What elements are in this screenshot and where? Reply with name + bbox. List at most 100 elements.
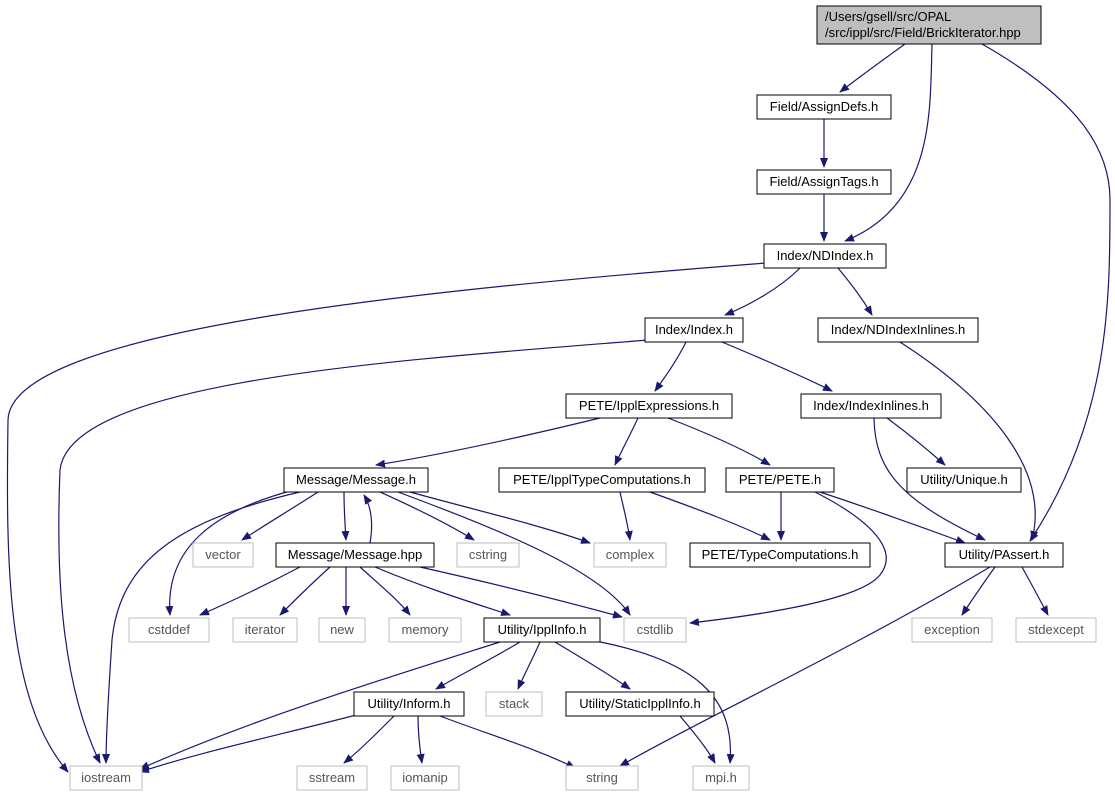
node-vector: vector — [192, 542, 254, 568]
node-label: memory — [402, 622, 449, 637]
node-box — [1015, 617, 1097, 643]
edges-layer — [6, 43, 1111, 773]
node-box — [192, 542, 254, 568]
node-ipplexpr[interactable]: PETE/IpplExpressions.h — [565, 393, 733, 419]
node-sstream: sstream — [296, 765, 368, 791]
edge-root-to-ndindex — [844, 43, 933, 242]
node-box — [906, 467, 1022, 493]
node-label: Field/AssignTags.h — [769, 174, 878, 189]
edge-ndindexinlines-to-passert — [899, 341, 1039, 541]
node-memory: memory — [388, 617, 462, 643]
node-label: cstring — [469, 547, 507, 562]
edge-message-to-cstddef — [165, 489, 295, 616]
node-box — [644, 317, 744, 343]
node-label: Message/Message.hpp — [288, 547, 422, 562]
node-label: stack — [499, 696, 530, 711]
node-box — [565, 393, 733, 419]
node-label: Index/NDIndex.h — [777, 248, 874, 263]
node-label: Index/NDIndexInlines.h — [831, 322, 965, 337]
edge-ipplinfo-to-staticipplinfo — [554, 641, 631, 690]
node-box — [817, 317, 979, 343]
node-box — [725, 467, 835, 493]
edge-messagehpp-to-ipplinfo — [374, 566, 511, 616]
edge-ndindex-to-index — [724, 267, 801, 316]
edge-inform-to-string — [439, 715, 576, 769]
node-label: Message/Message.h — [296, 472, 416, 487]
node-index[interactable]: Index/Index.h — [644, 317, 744, 343]
edge-root-to-passert — [981, 43, 1111, 542]
node-box — [483, 617, 601, 643]
node-cstring: cstring — [456, 542, 520, 568]
node-box — [800, 393, 942, 419]
node-label: iomanip — [402, 770, 448, 785]
node-ndindexinlines[interactable]: Index/NDIndexInlines.h — [817, 317, 979, 343]
node-box — [623, 617, 687, 643]
node-label: /Users/gsell/src/OPAL — [825, 9, 951, 24]
node-label: PETE/PETE.h — [739, 472, 821, 487]
edge-ipplinfo-to-mpih — [589, 639, 735, 764]
node-label: exception — [924, 622, 980, 637]
edge-index-to-iostream — [58, 339, 649, 764]
edge-messagehpp-to-message — [363, 494, 373, 544]
edge-ipplinfo-to-inform — [435, 641, 521, 690]
node-ndindex[interactable]: Index/NDIndex.h — [763, 243, 887, 269]
edge-index-to-ipplexpr — [654, 341, 687, 392]
node-box — [296, 765, 368, 791]
edge-ippltypecomp-to-typecomp — [649, 491, 771, 541]
node-message[interactable]: Message/Message.h — [283, 467, 429, 493]
node-complex: complex — [593, 542, 667, 568]
edge-messagehpp-to-cstddef — [199, 566, 301, 616]
node-inform[interactable]: Utility/Inform.h — [353, 691, 465, 717]
edge-passert-to-stdexcept — [1021, 566, 1049, 616]
node-ipplinfo[interactable]: Utility/IpplInfo.h — [483, 617, 601, 643]
edge-message-to-messagehpp — [341, 491, 350, 541]
node-iostream: iostream — [69, 765, 143, 791]
node-label: vector — [205, 547, 241, 562]
edge-passert-to-string — [619, 566, 991, 767]
node-ippltypecomp[interactable]: PETE/IpplTypeComputations.h — [498, 467, 706, 493]
edge-messagehpp-to-cstdlib — [419, 566, 623, 619]
node-box — [128, 617, 210, 643]
node-box — [565, 765, 639, 791]
edge-inform-to-iomanip — [416, 715, 425, 764]
node-string: string — [565, 765, 639, 791]
edge-ndindex-to-iostream — [6, 262, 767, 773]
node-typecomp[interactable]: PETE/TypeComputations.h — [689, 542, 871, 568]
node-label: Utility/Unique.h — [920, 472, 1007, 487]
node-new: new — [318, 617, 366, 643]
node-iomanip: iomanip — [390, 765, 460, 791]
edge-indexinlines-to-unique — [886, 417, 946, 466]
node-label: Utility/PAssert.h — [959, 547, 1050, 562]
node-box — [388, 617, 462, 643]
node-root[interactable]: /Users/gsell/src/OPAL/src/ippl/src/Field… — [816, 5, 1042, 45]
edge-inform-to-sstream — [343, 715, 395, 764]
node-box — [318, 617, 366, 643]
node-label: Index/IndexInlines.h — [813, 398, 929, 413]
node-indexinlines[interactable]: Index/IndexInlines.h — [800, 393, 942, 419]
node-passert[interactable]: Utility/PAssert.h — [944, 542, 1064, 568]
node-label: sstream — [309, 770, 355, 785]
node-box — [498, 467, 706, 493]
node-box — [593, 542, 667, 568]
node-iterator: iterator — [232, 617, 298, 643]
node-cstdlib: cstdlib — [623, 617, 687, 643]
edge-pete-to-passert — [819, 491, 966, 544]
node-unique[interactable]: Utility/Unique.h — [906, 467, 1022, 493]
edge-ippltypecomp-to-complex — [619, 491, 633, 541]
node-pete[interactable]: PETE/PETE.h — [725, 467, 835, 493]
node-staticipplinfo[interactable]: Utility/StaticIpplInfo.h — [565, 691, 715, 717]
edge-ipplinfo-to-iostream — [139, 641, 501, 770]
node-stack: stack — [485, 691, 543, 717]
node-exception: exception — [911, 617, 993, 643]
node-assigndefs[interactable]: Field/AssignDefs.h — [756, 94, 892, 120]
edge-message-to-vector — [241, 491, 319, 541]
node-box — [353, 691, 465, 717]
node-box — [756, 94, 892, 120]
node-box — [283, 467, 429, 493]
node-label: PETE/IpplTypeComputations.h — [513, 472, 691, 487]
node-assigntags[interactable]: Field/AssignTags.h — [756, 169, 892, 195]
node-box — [816, 5, 1042, 45]
node-messagehpp[interactable]: Message/Message.hpp — [275, 542, 435, 568]
edge-pete-to-cstdlib — [689, 491, 887, 626]
